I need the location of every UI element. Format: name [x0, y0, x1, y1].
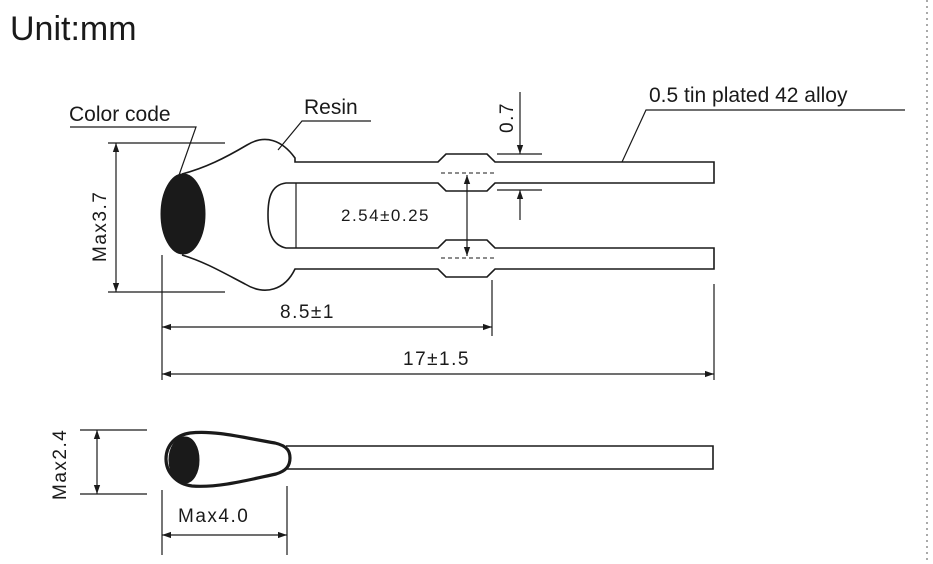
upper-lead [296, 153, 715, 192]
side-color-code [168, 436, 200, 484]
side-view: Max2.4 Max4.0 [50, 429, 714, 555]
side-max-thickness-label: Max2.4 [50, 429, 71, 500]
resin-body [181, 138, 296, 291]
side-lead [286, 445, 714, 470]
color-code-dot [160, 173, 206, 255]
page-title: Unit:mm [10, 10, 137, 48]
total-length-label: 17±1.5 [403, 349, 470, 370]
color-code-leader [70, 126, 197, 179]
lead-material-leader [621, 109, 905, 163]
resin-label: Resin [304, 96, 358, 119]
resin-leader [277, 120, 371, 151]
color-code-label: Color code [69, 103, 171, 126]
max-height-label: Max3.7 [90, 191, 111, 262]
lead-thickness-label: 0.7 [497, 102, 518, 133]
lead-pitch-label: 2.54±0.25 [341, 206, 430, 225]
body-length-label: 8.5±1 [280, 302, 335, 323]
side-max-length-label: Max4.0 [178, 506, 249, 527]
top-view: 2.54±0.25 0.7 Max3.7 Color code Resin 0.… [69, 84, 905, 380]
lower-lead [296, 239, 715, 278]
lead-material-label: 0.5 tin plated 42 alloy [649, 84, 848, 107]
